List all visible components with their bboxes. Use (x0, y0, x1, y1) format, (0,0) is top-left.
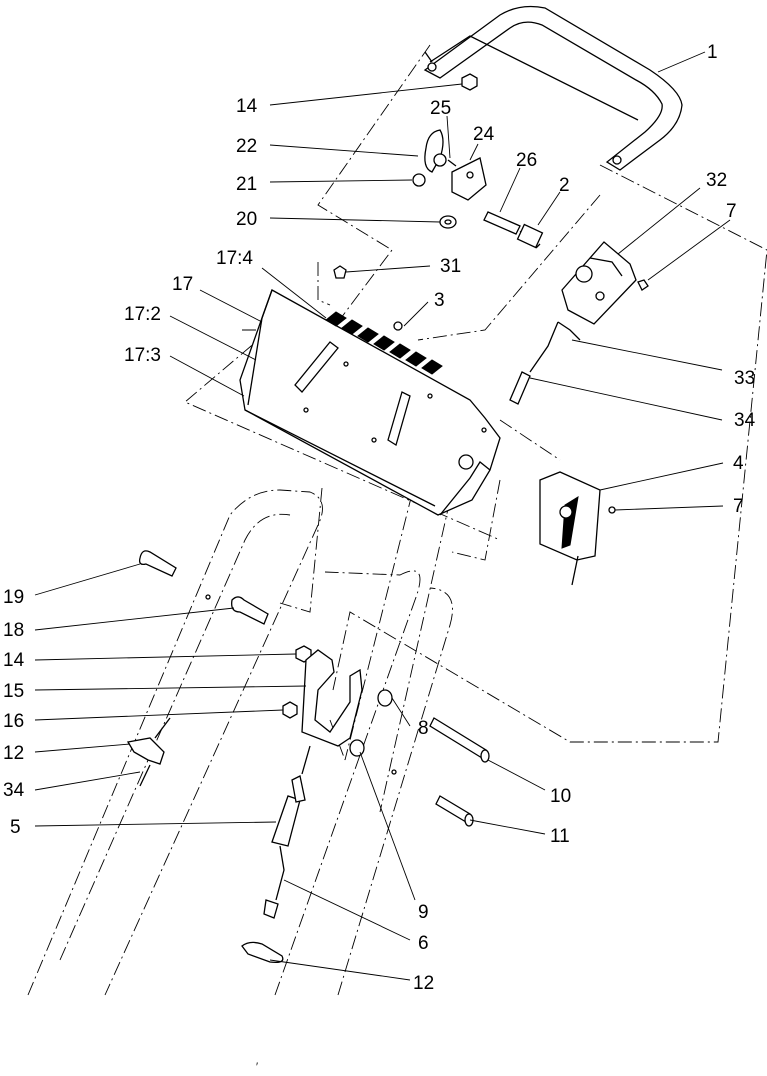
callout-12b: 12 (413, 973, 434, 994)
callout-3: 3 (434, 290, 445, 311)
callout-25: 25 (430, 98, 451, 119)
clip-bottom (241, 941, 284, 964)
callout-20: 20 (236, 209, 257, 230)
callout-14: 14 (236, 96, 258, 117)
clip-lower (126, 717, 171, 787)
callout-7b: 7 (733, 496, 744, 517)
callout-8: 8 (418, 718, 429, 739)
callout-2: 2 (559, 175, 570, 196)
callout-9: 9 (418, 902, 429, 923)
callout-19: 19 (3, 587, 24, 608)
decal-strip (325, 311, 443, 375)
link-and-clip-upper (509, 321, 581, 405)
cable-assembly (263, 745, 311, 919)
callout-18: 18 (3, 620, 24, 641)
pawl-assembly (412, 129, 487, 201)
callout-33: 33 (734, 368, 755, 389)
callout-17-4: 17:4 (216, 248, 253, 269)
pin-and-spring (483, 211, 544, 249)
callout-17-2: 17:2 (124, 304, 161, 325)
callout-22: 22 (236, 136, 257, 157)
callout-12: 12 (3, 743, 24, 764)
washers-and-bolts (349, 689, 490, 827)
callout-15: 15 (3, 681, 24, 702)
phantom-lines (27, 44, 767, 996)
upper-handle (423, 5, 683, 171)
control-panel (239, 289, 501, 516)
callout-26: 26 (516, 150, 537, 171)
callout-34: 34 (734, 410, 756, 431)
nut-14-upper (461, 73, 478, 91)
callout-5: 5 (10, 817, 21, 838)
callout-4: 4 (733, 453, 744, 474)
callout-17: 17 (172, 274, 193, 295)
callout-6: 6 (418, 933, 429, 954)
callout-31: 31 (440, 256, 461, 277)
callout-labels: 1 14 25 24 22 26 2 21 32 20 7 17:4 31 17… (3, 42, 756, 994)
callout-10: 10 (550, 786, 571, 807)
callout-1: 1 (707, 42, 718, 63)
callout-34b: 34 (3, 780, 25, 801)
callout-17-3: 17:3 (124, 345, 161, 366)
callout-32: 32 (706, 170, 727, 191)
bolt-and-bushing (138, 550, 269, 625)
screws-31-3 (333, 265, 403, 331)
callout-21: 21 (236, 174, 257, 195)
callout-16: 16 (3, 711, 24, 732)
leader-lines (34, 51, 731, 981)
footer-mark: ′ (256, 1061, 258, 1071)
lower-bracket (282, 645, 363, 747)
callout-14b: 14 (3, 650, 25, 671)
callout-11: 11 (550, 826, 570, 847)
callout-24: 24 (473, 124, 495, 145)
control-bracket (561, 241, 649, 325)
callout-7: 7 (726, 201, 737, 222)
washer-20 (439, 215, 457, 229)
